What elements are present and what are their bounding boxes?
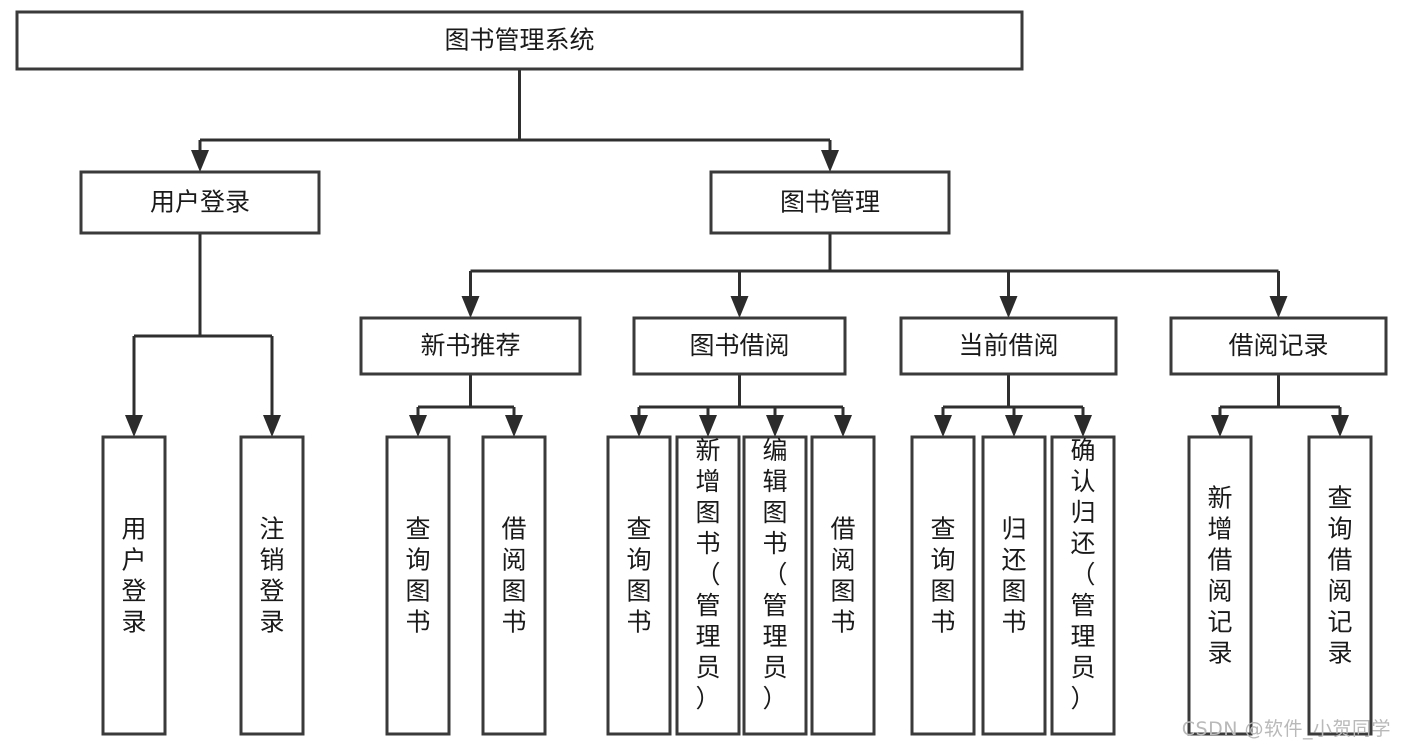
arrow-head-icon xyxy=(409,415,427,437)
node-box[interactable] xyxy=(981,435,1047,736)
node-box[interactable] xyxy=(632,316,847,376)
node-current-borrow[interactable]: 当前借阅 xyxy=(899,316,1118,376)
arrow-head-icon xyxy=(766,415,784,437)
node-label: 用户登录 xyxy=(121,515,146,637)
node-label: 借阅图书 xyxy=(830,515,855,637)
node-leaf-return-book[interactable]: 归还图书 xyxy=(981,435,1047,736)
nodes-layer: 图书管理系统用户登录图书管理新书推荐图书借阅当前借阅借阅记录用户登录注销登录查询… xyxy=(15,10,1388,736)
node-box[interactable] xyxy=(742,435,808,736)
arrow-head-icon xyxy=(821,150,839,172)
node-box[interactable] xyxy=(239,435,305,736)
arrow-head-icon xyxy=(1269,296,1288,318)
arrow-head-icon xyxy=(699,415,717,437)
node-book-borrow[interactable]: 图书借阅 xyxy=(632,316,847,376)
node-box[interactable] xyxy=(606,435,672,736)
node-box[interactable] xyxy=(1050,435,1116,736)
node-borrow-record[interactable]: 借阅记录 xyxy=(1169,316,1388,376)
arrow-head-icon xyxy=(1074,415,1092,437)
node-label: 新增借阅记录 xyxy=(1207,484,1232,668)
node-label: 查询图书 xyxy=(626,515,651,637)
arrow-head-icon xyxy=(999,296,1018,318)
node-box[interactable] xyxy=(1187,435,1253,736)
node-leaf-query-book-1[interactable]: 查询图书 xyxy=(385,435,451,736)
node-label: 查询图书 xyxy=(930,515,955,637)
node-box[interactable] xyxy=(101,435,167,736)
arrow-head-icon xyxy=(505,415,523,437)
node-box[interactable] xyxy=(675,435,741,736)
node-box[interactable] xyxy=(899,316,1118,376)
arrow-head-icon xyxy=(834,415,852,437)
node-label: 当前借阅 xyxy=(958,331,1058,360)
node-box[interactable] xyxy=(1307,435,1373,736)
node-label: 新增图书（管理员） xyxy=(695,436,720,713)
node-box[interactable] xyxy=(385,435,451,736)
node-leaf-add-record[interactable]: 新增借阅记录 xyxy=(1187,435,1253,736)
arrow-head-icon xyxy=(1211,415,1229,437)
arrow-head-icon xyxy=(191,150,209,172)
node-box[interactable] xyxy=(15,10,1024,71)
node-label: 归还图书 xyxy=(1001,515,1026,637)
node-label: 借阅图书 xyxy=(501,515,526,637)
node-leaf-borrow-book-2[interactable]: 借阅图书 xyxy=(810,435,876,736)
node-box[interactable] xyxy=(481,435,547,736)
node-leaf-confirm-return[interactable]: 确认归还（管理员） xyxy=(1050,435,1116,736)
edges-layer xyxy=(125,69,1349,437)
node-box[interactable] xyxy=(1169,316,1388,376)
node-new-book-rec[interactable]: 新书推荐 xyxy=(359,316,582,376)
node-leaf-query-book-3[interactable]: 查询图书 xyxy=(910,435,976,736)
arrow-head-icon xyxy=(934,415,952,437)
node-label: 编辑图书（管理员） xyxy=(762,436,787,713)
arrow-head-icon xyxy=(1331,415,1349,437)
arrow-head-icon xyxy=(730,296,749,318)
node-label: 图书管理系统 xyxy=(444,26,594,55)
node-label: 用户登录 xyxy=(150,188,250,217)
node-root[interactable]: 图书管理系统 xyxy=(15,10,1024,71)
node-label: 图书管理 xyxy=(780,188,880,217)
watermark-text: CSDN @软件_小贺同学 xyxy=(1181,718,1391,740)
node-box[interactable] xyxy=(359,316,582,376)
node-box[interactable] xyxy=(910,435,976,736)
node-label: 确认归还（管理员） xyxy=(1070,436,1095,713)
node-leaf-query-book-2[interactable]: 查询图书 xyxy=(606,435,672,736)
node-label: 借阅记录 xyxy=(1228,331,1328,360)
arrow-head-icon xyxy=(125,415,143,437)
node-label: 查询图书 xyxy=(405,515,430,637)
arrow-head-icon xyxy=(1005,415,1023,437)
node-label: 查询借阅记录 xyxy=(1327,484,1352,668)
node-leaf-edit-book[interactable]: 编辑图书（管理员） xyxy=(742,435,808,736)
node-book-manage[interactable]: 图书管理 xyxy=(709,170,951,235)
node-label: 注销登录 xyxy=(259,515,284,637)
arrow-head-icon xyxy=(630,415,648,437)
node-user-login[interactable]: 用户登录 xyxy=(79,170,321,235)
node-label: 图书借阅 xyxy=(689,331,789,360)
node-box[interactable] xyxy=(810,435,876,736)
node-leaf-borrow-book-1[interactable]: 借阅图书 xyxy=(481,435,547,736)
node-leaf-add-book[interactable]: 新增图书（管理员） xyxy=(675,435,741,736)
node-box[interactable] xyxy=(709,170,951,235)
node-label: 新书推荐 xyxy=(420,331,520,360)
node-box[interactable] xyxy=(79,170,321,235)
arrow-head-icon xyxy=(461,296,480,318)
node-leaf-query-record[interactable]: 查询借阅记录 xyxy=(1307,435,1373,736)
node-leaf-logout[interactable]: 注销登录 xyxy=(239,435,305,736)
arrow-head-icon xyxy=(263,415,281,437)
node-leaf-user-login[interactable]: 用户登录 xyxy=(101,435,167,736)
